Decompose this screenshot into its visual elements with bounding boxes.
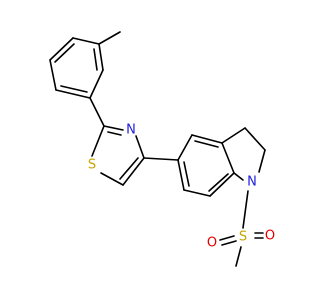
tolyl-ring bbox=[49, 37, 104, 99]
bond-s-o-left-double bbox=[221, 240, 237, 246]
bond-double-inner bbox=[54, 43, 75, 63]
sulfonyl-sulfur-label: S bbox=[239, 230, 247, 245]
bond-double-inner bbox=[183, 161, 190, 187]
bond-c3a-c3 bbox=[221, 127, 246, 144]
bond bbox=[49, 59, 57, 91]
bond bbox=[177, 159, 185, 191]
molecule-structure: N S N S O O bbox=[49, 31, 275, 267]
thiazole-ring bbox=[91, 125, 145, 186]
bond-double-inner bbox=[194, 140, 219, 148]
bond bbox=[49, 37, 74, 61]
sulfonyl-group bbox=[219, 190, 264, 267]
bond-c5-s1 bbox=[100, 172, 124, 186]
bond-c3-c2 bbox=[244, 127, 266, 151]
bond-methyl-tolyl bbox=[98, 31, 121, 45]
bond-thiazole-indoline bbox=[143, 157, 179, 161]
bond bbox=[98, 43, 104, 71]
bond bbox=[89, 69, 104, 99]
bond bbox=[221, 142, 235, 174]
bond-double-inner bbox=[93, 48, 98, 71]
bond-c2-n1 bbox=[258, 149, 266, 173]
sulfonyl-oxygen-left-label: O bbox=[207, 236, 217, 251]
bond-c2-n3 bbox=[103, 125, 124, 131]
bond-c2-n3-double bbox=[107, 131, 122, 136]
bond bbox=[209, 172, 235, 197]
bond bbox=[55, 89, 91, 99]
thiazole-nitrogen-label: N bbox=[126, 123, 136, 138]
bond-n3-c4 bbox=[135, 135, 145, 159]
bond-double-inner bbox=[60, 85, 88, 93]
bond-s-o-left bbox=[219, 235, 235, 241]
bond bbox=[177, 134, 193, 161]
bond-c4-c5 bbox=[122, 157, 145, 186]
bond-tolyl-thiazole bbox=[89, 97, 105, 127]
bond bbox=[183, 189, 211, 197]
indoline-benzene-ring bbox=[177, 134, 235, 197]
bond-c4-c5-double bbox=[119, 157, 139, 180]
indoline-pyrrolidine-ring bbox=[221, 127, 266, 181]
indoline-nitrogen-label: N bbox=[247, 175, 257, 190]
bond bbox=[72, 37, 100, 45]
sulfonyl-oxygen-right-label: O bbox=[265, 229, 275, 244]
bond-n-s bbox=[242, 190, 249, 229]
bond-double-inner bbox=[208, 173, 229, 192]
bond-s1-c2 bbox=[91, 125, 105, 157]
thiazole-sulfur-label: S bbox=[88, 158, 96, 173]
bond-s-methyl bbox=[235, 246, 242, 267]
bond bbox=[191, 134, 223, 144]
bond-n1-c7a bbox=[233, 172, 244, 181]
